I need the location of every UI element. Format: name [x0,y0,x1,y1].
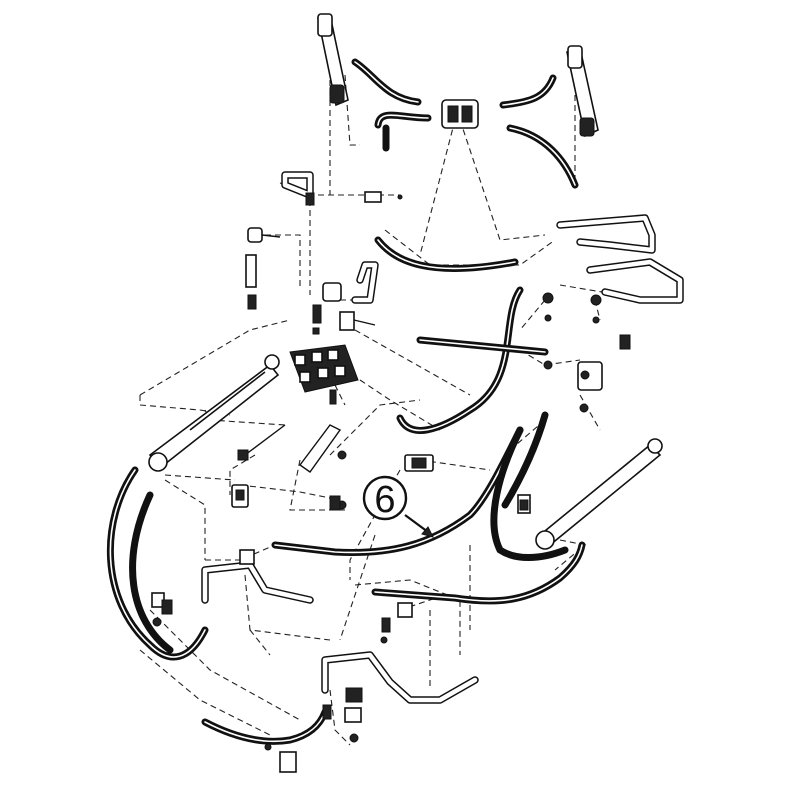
lower-clamps [151,549,413,773]
hoses-left [106,466,332,745]
hoses-lower [271,411,586,605]
lower-tubes [201,561,479,704]
upper-cylinder-assembly [317,13,599,189]
left-lift-cylinder [148,354,286,472]
middle-fittings [245,171,684,335]
dashed-leader-lines [139,60,621,746]
hose-sweep-center [396,286,553,434]
callout-6: 6 [362,475,434,538]
control-valve [289,344,359,405]
callout-6-label: 6 [374,479,395,521]
callout-6-circle [362,475,408,521]
right-lift-cylinder [517,438,663,550]
center-brackets [231,424,434,511]
right-valve-block [577,334,631,413]
